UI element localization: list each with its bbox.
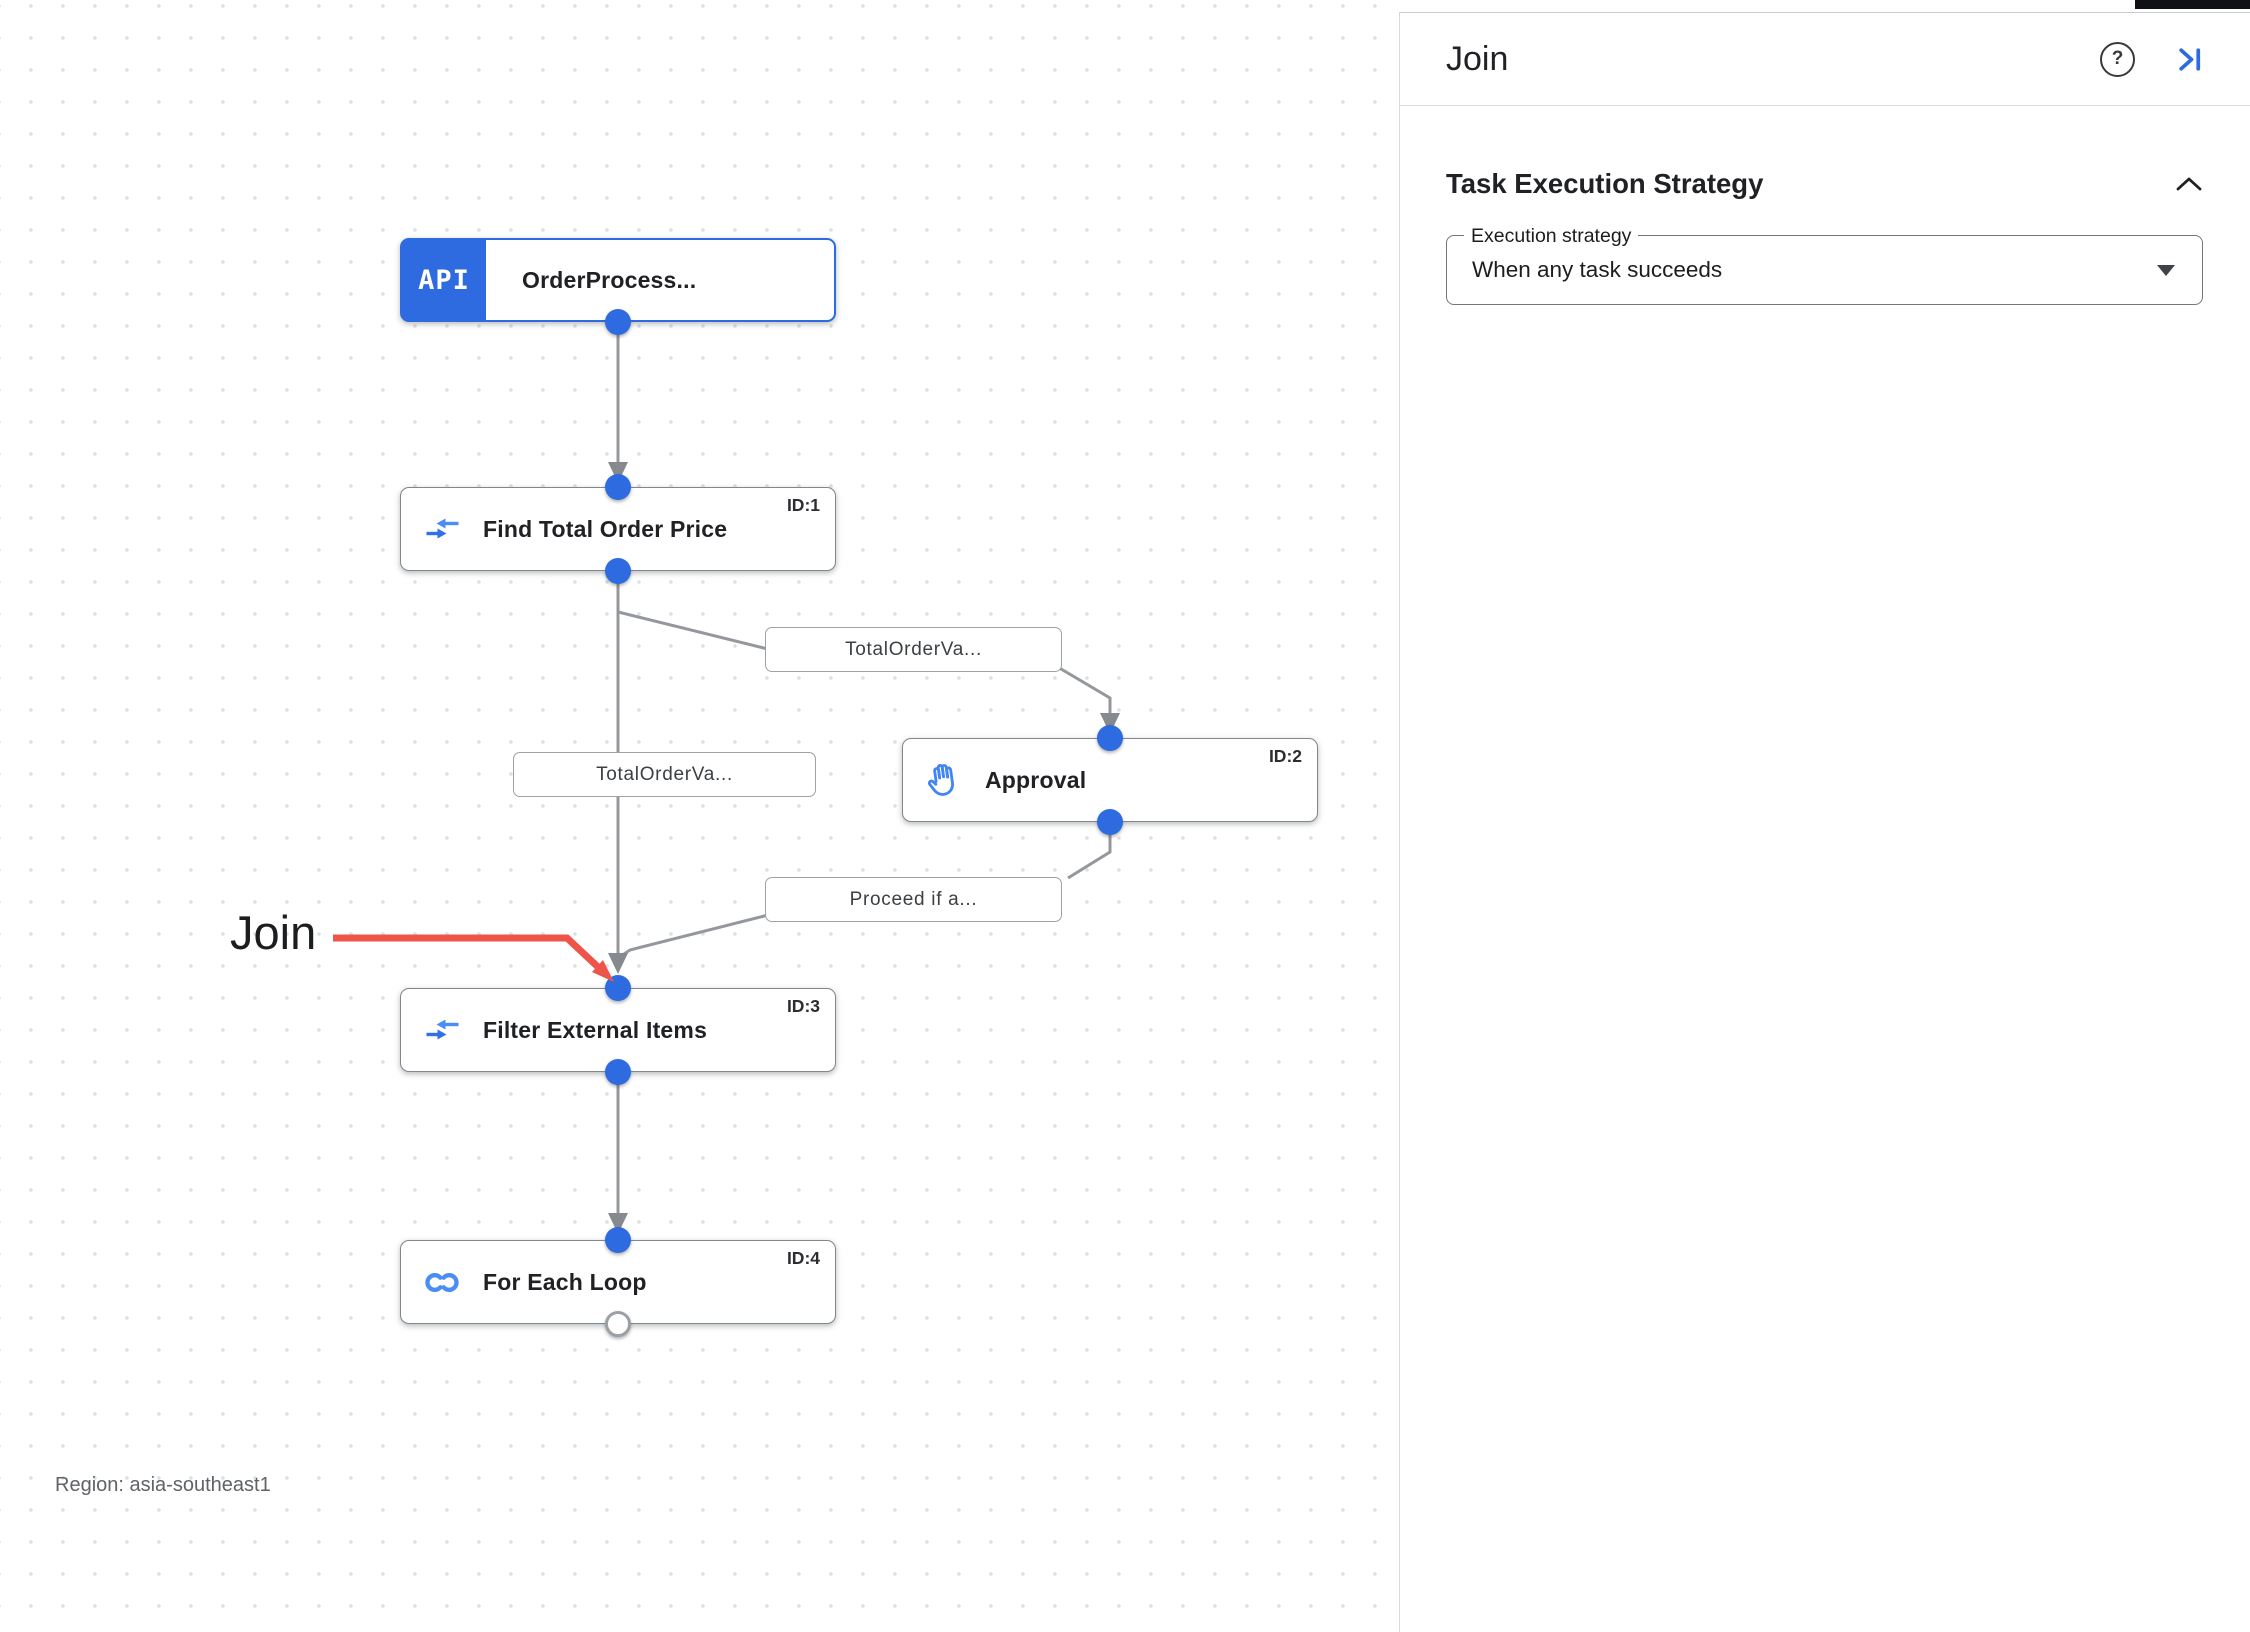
node-label: Approval <box>985 766 1087 793</box>
node-id-badge: ID:4 <box>786 1248 820 1268</box>
edge-label-proceed-if[interactable]: Proceed if a... <box>765 877 1062 922</box>
region-label: Region: asia-southeast1 <box>55 1474 271 1496</box>
port-approval-in[interactable] <box>1097 725 1123 751</box>
config-panel: Join ? Task Execution Strategy Execu <box>1399 12 2250 1632</box>
port-foreach-in[interactable] <box>605 1227 631 1253</box>
task-execution-strategy-section: Task Execution Strategy Execution strate… <box>1400 168 2250 305</box>
collapse-panel-icon[interactable] <box>2175 44 2206 75</box>
edge-label-total-order-value-right[interactable]: TotalOrderVa... <box>765 627 1062 672</box>
node-label: For Each Loop <box>483 1268 647 1295</box>
data-mapping-icon <box>401 514 483 544</box>
window-edge-artifact <box>2135 0 2250 9</box>
node-id-badge: ID:1 <box>786 495 820 515</box>
port-find-in[interactable] <box>605 474 631 500</box>
node-label: Filter External Items <box>483 1016 708 1043</box>
edge-find-to-approval-b <box>1055 664 1112 716</box>
node-approval[interactable]: Approval ID:2 <box>902 738 1318 822</box>
help-icon[interactable]: ? <box>2100 41 2135 77</box>
chevron-up-icon[interactable] <box>2175 176 2203 192</box>
node-for-each-loop[interactable]: For Each Loop ID:4 <box>400 1240 836 1324</box>
annotation-join-text: Join <box>230 906 317 959</box>
node-id-badge: ID:3 <box>786 996 820 1016</box>
workflow-canvas[interactable]: API OrderProcess... Find Total Order Pri… <box>0 0 1399 1632</box>
execution-strategy-select[interactable]: Execution strategy When any task succeed… <box>1446 225 2203 305</box>
port-order-out[interactable] <box>605 309 631 335</box>
node-label: OrderProcess... <box>522 266 697 293</box>
node-find-total-order-price[interactable]: Find Total Order Price ID:1 <box>400 487 836 571</box>
panel-title: Join <box>1446 39 1509 78</box>
panel-header: Join ? <box>1400 13 2250 106</box>
port-foreach-out-unconnected[interactable] <box>605 1311 631 1337</box>
port-filter-in[interactable] <box>605 975 631 1001</box>
port-approval-out[interactable] <box>1097 809 1123 835</box>
node-label: Find Total Order Price <box>483 515 728 542</box>
edge-find-to-approval-a <box>616 571 773 652</box>
arrowhead <box>608 953 628 974</box>
section-header[interactable]: Task Execution Strategy <box>1446 168 2203 200</box>
dropdown-caret-icon <box>2157 264 2175 276</box>
node-order-process-trigger[interactable]: API OrderProcess... <box>400 238 836 322</box>
execution-strategy-label: Execution strategy <box>1464 225 1639 248</box>
approval-hand-icon <box>903 760 985 800</box>
node-filter-external-items[interactable]: Filter External Items ID:3 <box>400 988 836 1072</box>
edge-approval-to-filter-b <box>617 912 773 960</box>
execution-strategy-value: When any task succeeds <box>1472 257 1723 282</box>
api-trigger-badge: API <box>402 240 486 320</box>
port-find-out[interactable] <box>605 558 631 584</box>
for-each-loop-icon <box>401 1269 483 1296</box>
node-id-badge: ID:2 <box>1268 746 1302 766</box>
data-mapping-icon <box>401 1015 483 1045</box>
edge-label-total-order-value-left[interactable]: TotalOrderVa... <box>513 752 816 797</box>
port-filter-out[interactable] <box>605 1059 631 1085</box>
section-title: Task Execution Strategy <box>1446 168 1764 199</box>
